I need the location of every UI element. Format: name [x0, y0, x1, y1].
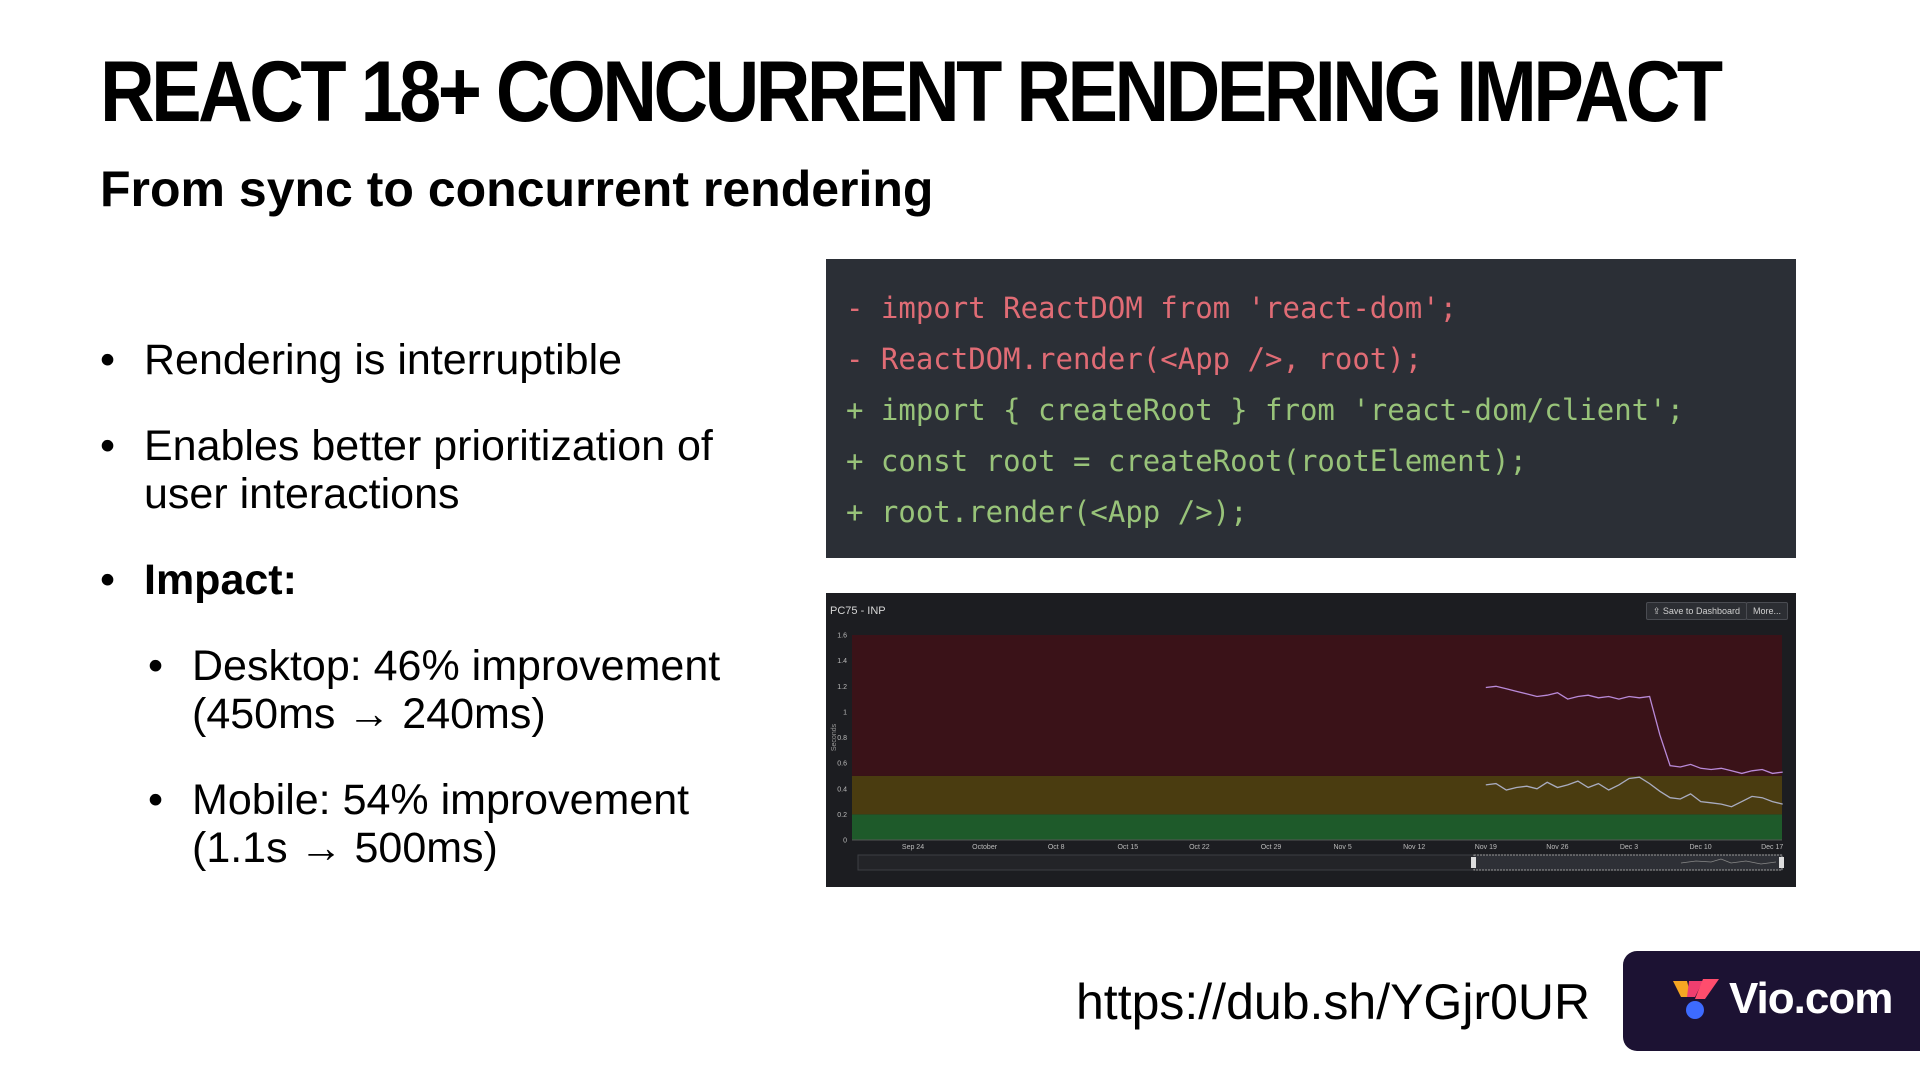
y-tick-label: 0.6: [837, 761, 847, 768]
x-tick-label: Sep 24: [902, 844, 924, 851]
save-to-dashboard-button[interactable]: ⇪ Save to Dashboard: [1645, 602, 1747, 620]
series-line: [1485, 776, 1783, 808]
code-line-added: + import { createRoot } from 'react-dom/…: [846, 393, 1685, 427]
threshold-band: [852, 775, 1782, 815]
x-tick-label: Nov 19: [1475, 844, 1497, 851]
x-tick-label: Oct 15: [1117, 844, 1138, 851]
y-tick-label: 1.4: [837, 658, 847, 665]
bullet-mobile-impact: Mobile: 54% improvement (1.1s → 500ms): [144, 776, 740, 872]
x-tick-label: Oct 22: [1189, 844, 1210, 851]
bullet-list: Rendering is interruptible Enables bette…: [100, 336, 740, 872]
code-line-removed: - ReactDOM.render(<App />, root);: [846, 342, 1423, 376]
code-line-added: + root.render(<App />);: [846, 495, 1248, 529]
x-tick-label: Dec 10: [1690, 844, 1712, 851]
range-handle-left: [1471, 857, 1476, 868]
bullet-desktop-impact: Desktop: 46% improvement (450ms → 240ms): [144, 642, 740, 738]
impact-label: Impact:: [144, 556, 297, 604]
threshold-band: [852, 814, 1782, 840]
y-tick-label: 1: [843, 709, 847, 716]
bullet-interruptible: Rendering is interruptible: [100, 336, 740, 384]
x-tick-label: Nov 5: [1333, 844, 1351, 851]
chart-toolbar: ⇪ Save to Dashboard More...: [1645, 602, 1788, 620]
share-icon: ⇪: [1652, 606, 1663, 616]
slide-link[interactable]: https://dub.sh/YGjr0UR: [1076, 974, 1591, 1030]
x-tick-label: Oct 8: [1048, 844, 1065, 851]
code-line-removed: - import ReactDOM from 'react-dom';: [846, 291, 1458, 325]
x-tick-label: Oct 29: [1261, 844, 1282, 851]
navigator-mini-series: [1680, 858, 1777, 865]
brand-badge: Vio.com: [1623, 951, 1920, 1051]
y-tick-label: 0.8: [837, 735, 847, 742]
x-tick-label: Nov 26: [1546, 844, 1568, 851]
more-button[interactable]: More...: [1745, 602, 1788, 620]
vio-logo-icon: [1673, 979, 1719, 1019]
y-tick-label: 1.2: [837, 684, 847, 691]
x-tick-label: Nov 12: [1403, 844, 1425, 851]
y-tick-label: 0.4: [837, 786, 847, 793]
y-tick-label: 0.2: [837, 812, 847, 819]
bullet-impact: Impact: Desktop: 46% improvement (450ms …: [100, 556, 740, 872]
slide-subtitle: From sync to concurrent rendering: [100, 161, 934, 217]
brand-name: Vio.com: [1729, 974, 1893, 1023]
x-tick-label: Dec 17: [1761, 844, 1783, 851]
y-tick-label: 0: [843, 838, 847, 845]
x-tick-label: Dec 3: [1620, 844, 1638, 851]
range-handle-right: [1779, 857, 1784, 868]
code-diff-block: - import ReactDOM from 'react-dom'; - Re…: [826, 259, 1796, 558]
threshold-band: [852, 635, 1782, 776]
slide-title: REACT 18+ CONCURRENT RENDERING IMPACT: [100, 44, 1723, 140]
save-to-dashboard-label: Save to Dashboard: [1662, 606, 1740, 616]
impact-sublist: Desktop: 46% improvement (450ms → 240ms)…: [144, 642, 740, 872]
x-tick-label: October: [972, 844, 998, 851]
chart-title: PC75 - INP: [830, 605, 886, 617]
bullet-prioritization: Enables better prioritization of user in…: [100, 422, 740, 518]
series-line: [1485, 685, 1783, 775]
code-line-added: + const root = createRoot(rootElement);: [846, 444, 1527, 478]
y-tick-label: 1.6: [837, 633, 847, 640]
y-axis-label: Seconds: [831, 723, 838, 751]
